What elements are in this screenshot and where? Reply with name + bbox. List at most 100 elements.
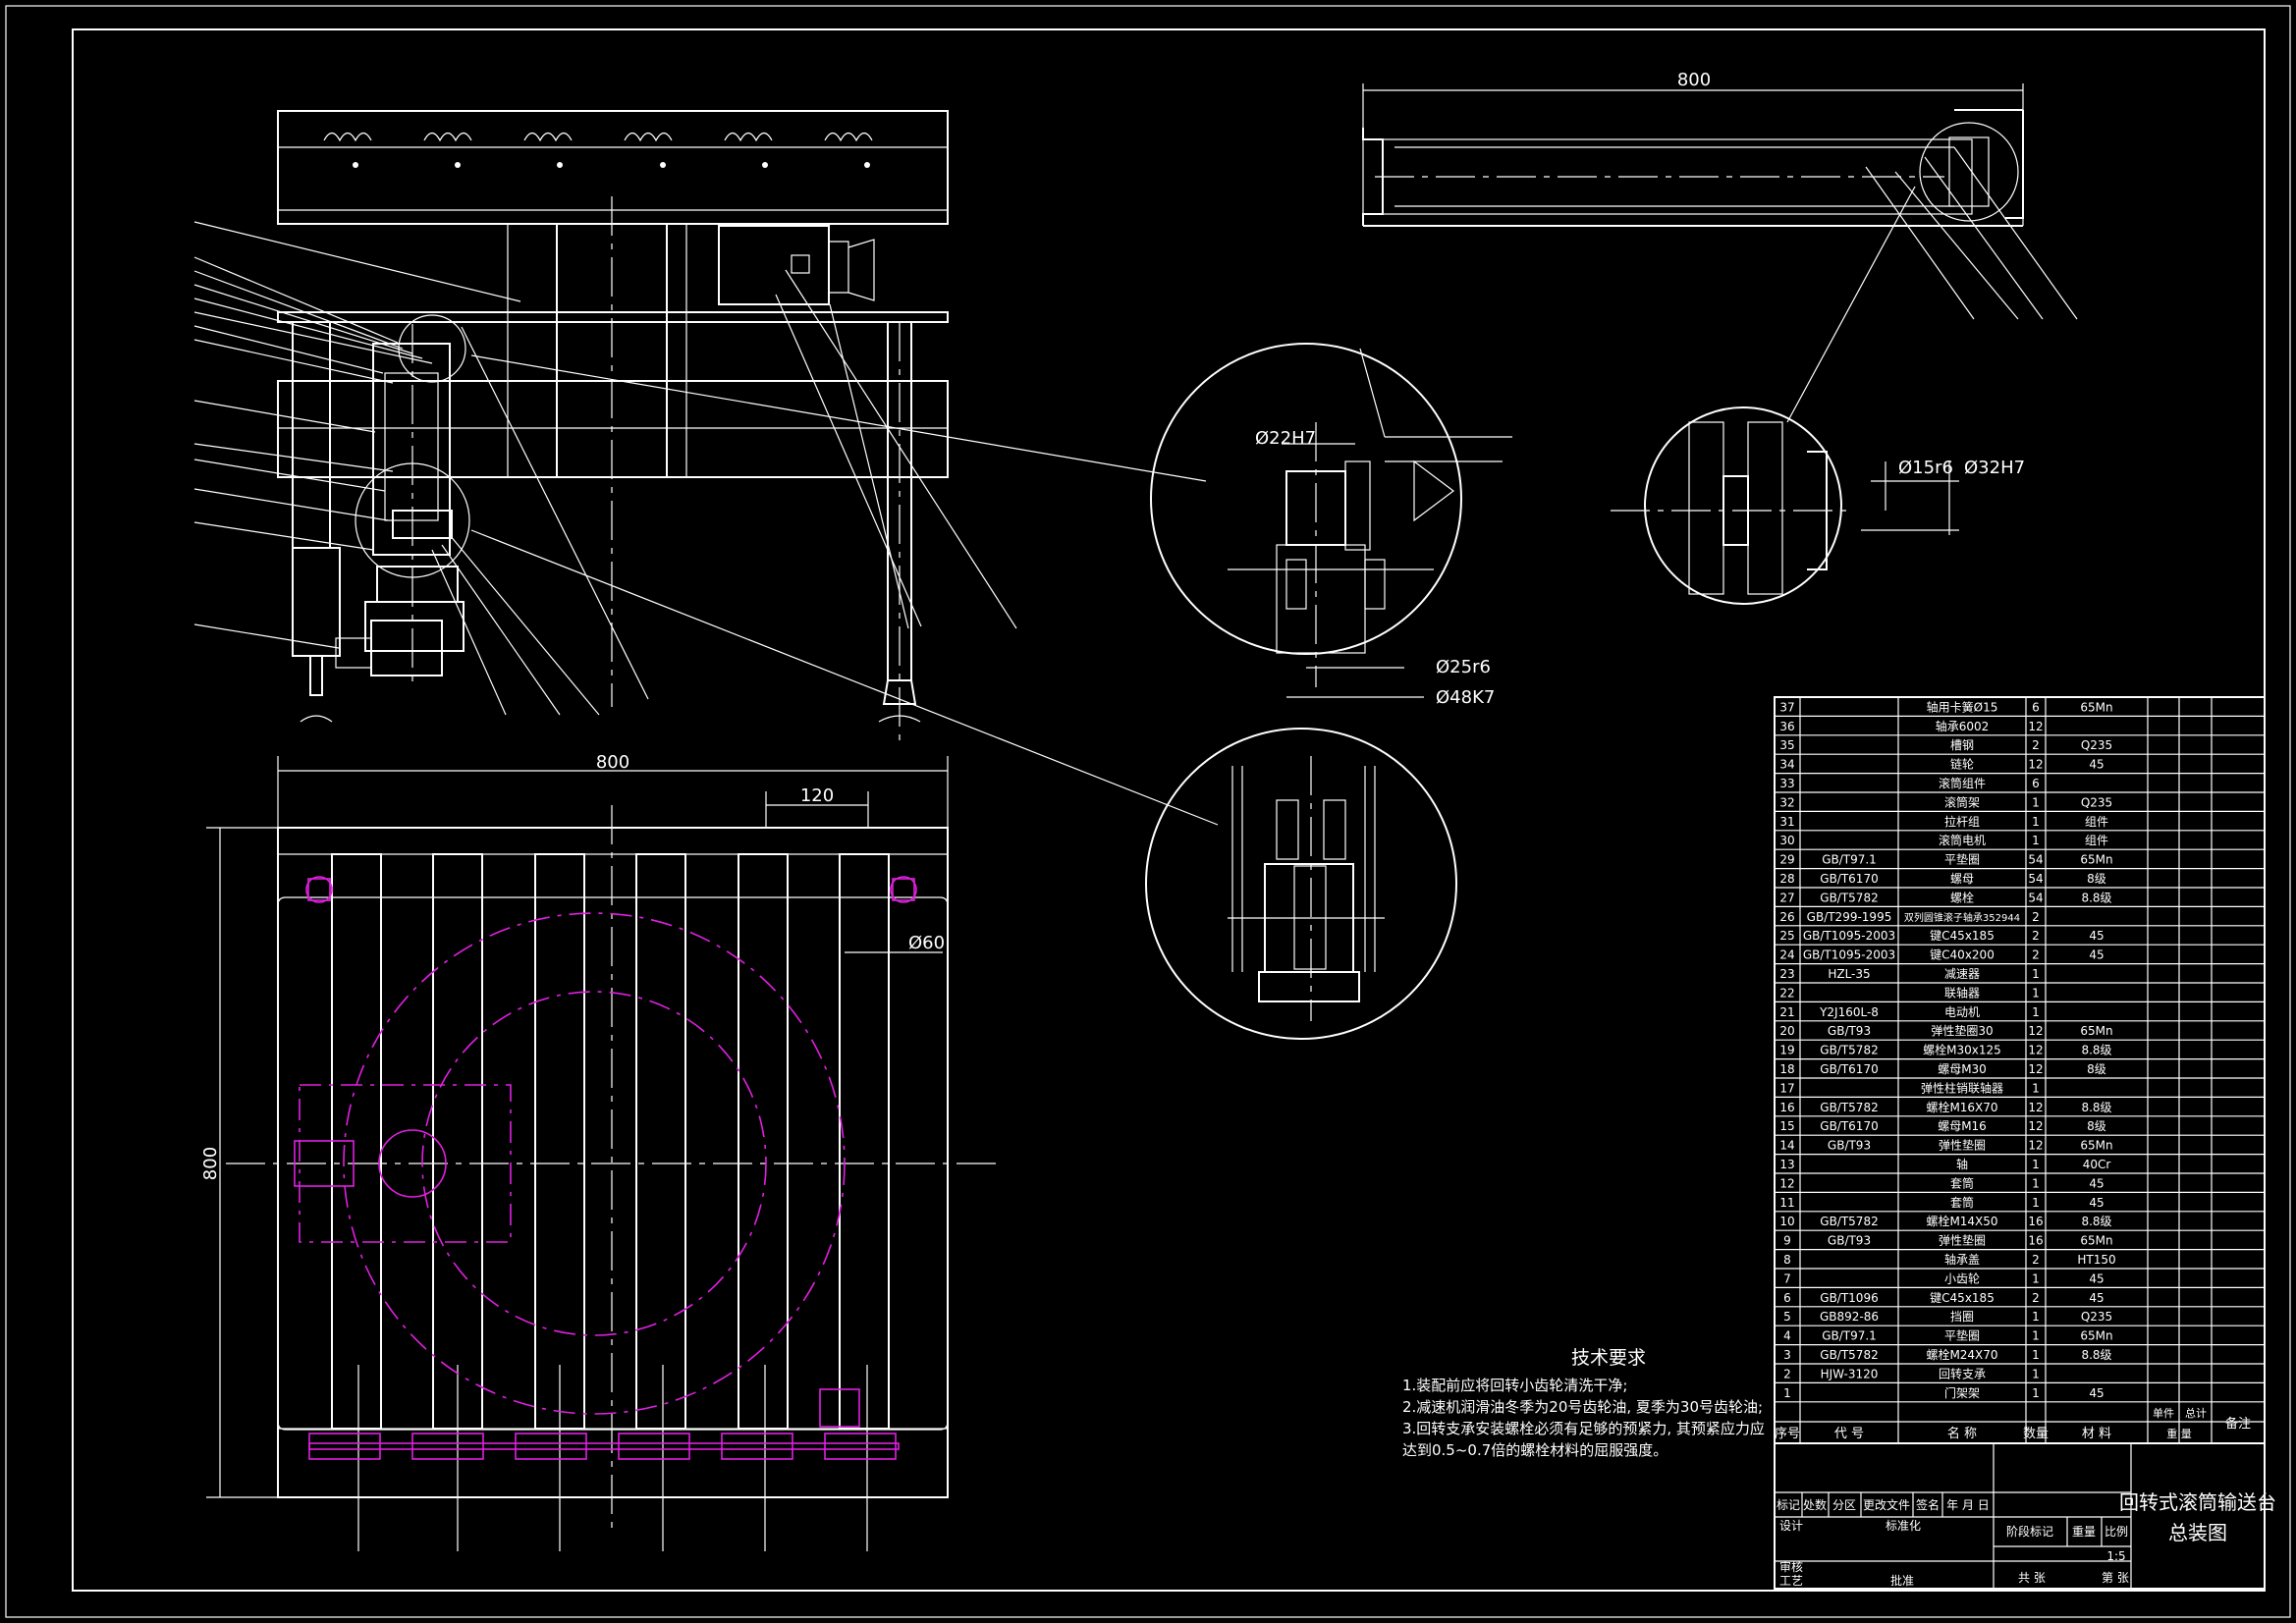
bom-header-unit: 单件: [2153, 1407, 2174, 1420]
roller-tubes: [331, 853, 890, 1430]
bom-cell-material: 45: [2089, 1291, 2104, 1305]
bom-cell-code: GB/T5782: [1820, 1101, 1878, 1114]
bom-cell-name: 螺母M30: [1938, 1062, 1987, 1076]
bom-cell-no: 25: [1779, 929, 1794, 943]
bom-cell-code: GB892-86: [1820, 1310, 1879, 1324]
plan-view: [226, 805, 997, 1551]
bom-cell-code: GB/T1095-2003: [1803, 948, 1895, 962]
bom-cell-name: 螺栓M30x125: [1923, 1043, 2001, 1057]
bom-cell-no: 30: [1779, 834, 1794, 847]
bom-cell-no: 5: [1783, 1310, 1791, 1324]
bom-cell-name: 回转支承: [1939, 1366, 1986, 1380]
bom-cell-name: 滚筒架: [1944, 794, 1980, 809]
bom-cell-name: 弹性垫圈: [1939, 1138, 1986, 1153]
bom-cell-code: HZL-35: [1828, 967, 1870, 981]
bom-cell-name: 键C45x185: [1930, 1291, 1995, 1305]
bom-header-remark: 备注: [2225, 1416, 2251, 1432]
bom-cell-code: GB/T93: [1828, 1234, 1871, 1248]
slewing-ring-outline: [343, 912, 846, 1415]
bom-cell-material: 8.8级: [2081, 1101, 2111, 1114]
bom-cell-qty: 12: [2028, 1044, 2043, 1057]
bom-cell-no: 31: [1779, 815, 1794, 829]
bom-cell-code: GB/T6170: [1820, 872, 1878, 886]
bom-header-weight: 重 量: [2166, 1427, 2192, 1440]
bom-cell-name: 套筒: [1950, 1195, 1974, 1210]
bom-cell-material: 65Mn: [2080, 1234, 2112, 1248]
tb-date: 年 月 日: [1946, 1498, 1990, 1512]
tb-scale: 1:5: [2106, 1549, 2125, 1563]
bom-cell-qty: 1: [2032, 1348, 2040, 1362]
bom-cell-no: 34: [1779, 758, 1794, 772]
roller-frame: [277, 110, 949, 225]
tb-zone: 分区: [1832, 1498, 1856, 1512]
bom-cell-material: 45: [2089, 929, 2104, 943]
bom-cell-material: 65Mn: [2080, 700, 2112, 714]
bom-cell-name: 电动机: [1944, 1005, 1980, 1019]
bom-cell-qty: 1: [2032, 967, 2040, 981]
bom-cell-material: 8.8级: [2081, 1044, 2111, 1057]
bom-cell-name: 槽钢: [1950, 738, 1974, 752]
bom-cell-name: 平垫圈: [1944, 852, 1980, 867]
bom-header-material: 材 料: [2082, 1427, 2111, 1441]
bom-cell-material: 65Mn: [2080, 1139, 2112, 1153]
bom-cell-code: GB/T5782: [1820, 1348, 1878, 1362]
bom-cell-qty: 2: [2032, 948, 2040, 962]
bom-cell-no: 18: [1779, 1062, 1794, 1076]
bom-cell-name: 螺栓: [1950, 890, 1974, 904]
bom-cell-name: 滚筒电机: [1939, 833, 1986, 847]
bom-cell-material: Q235: [2081, 795, 2112, 809]
requirement-item: 1.装配前应将回转小齿轮清洗干净;: [1402, 1377, 1628, 1394]
bom-cell-name: 弹性垫圈: [1939, 1233, 1986, 1248]
bom-cell-name: 轴承6002: [1936, 719, 1990, 733]
bom-header-no: 序号: [1775, 1427, 1800, 1441]
bom-cell-material: 45: [2089, 1196, 2104, 1210]
bom-cell-no: 19: [1779, 1044, 1794, 1057]
technical-requirements: 技术要求 1.装配前应将回转小齿轮清洗干净; 2.减速机润滑油冬季为20号齿轮油…: [1402, 1347, 1765, 1461]
dim-plan-width: 800: [596, 752, 629, 773]
detail-circle-a-mark: [398, 314, 466, 383]
bom-cell-no: 35: [1779, 738, 1794, 752]
bom-cell-qty: 2: [2032, 1253, 2040, 1267]
bom-cell-code: GB/T1096: [1820, 1291, 1878, 1305]
bom-cell-no: 21: [1779, 1005, 1794, 1019]
bom-cell-qty: 54: [2028, 853, 2043, 867]
bom-cell-no: 20: [1779, 1024, 1794, 1038]
bom-cell-no: 32: [1779, 795, 1794, 809]
tb-mark: 标记: [1777, 1498, 1800, 1512]
bom-cell-no: 4: [1783, 1329, 1791, 1343]
bom-cell-name: 螺母M16: [1938, 1119, 1987, 1133]
bom-cell-qty: 6: [2032, 777, 2040, 790]
bom-header-code: 代 号: [1834, 1427, 1864, 1441]
tb-process: 工艺: [1779, 1574, 1803, 1588]
dim-plan-pitch: 120: [800, 785, 834, 806]
bom-cell-no: 1: [1783, 1386, 1791, 1400]
tb-design: 设计: [1779, 1519, 1803, 1533]
bom-cell-name: 轴用卡簧Ø15: [1927, 699, 1998, 714]
requirement-item: 达到0.5~0.7倍的螺栓材料的屈服强度。: [1402, 1441, 1668, 1459]
bom-cell-code: GB/T5782: [1820, 1044, 1878, 1057]
detail-view-b: [1145, 728, 1457, 1040]
tb-count: 处数: [1803, 1497, 1827, 1512]
tb-standard: 标准化: [1886, 1519, 1921, 1533]
tb-ratio: 比例: [2105, 1525, 2128, 1539]
bom-cell-no: 17: [1779, 1081, 1794, 1095]
bom-cell-material: 65Mn: [2080, 1024, 2112, 1038]
bom-cell-code: GB/T93: [1828, 1139, 1871, 1153]
